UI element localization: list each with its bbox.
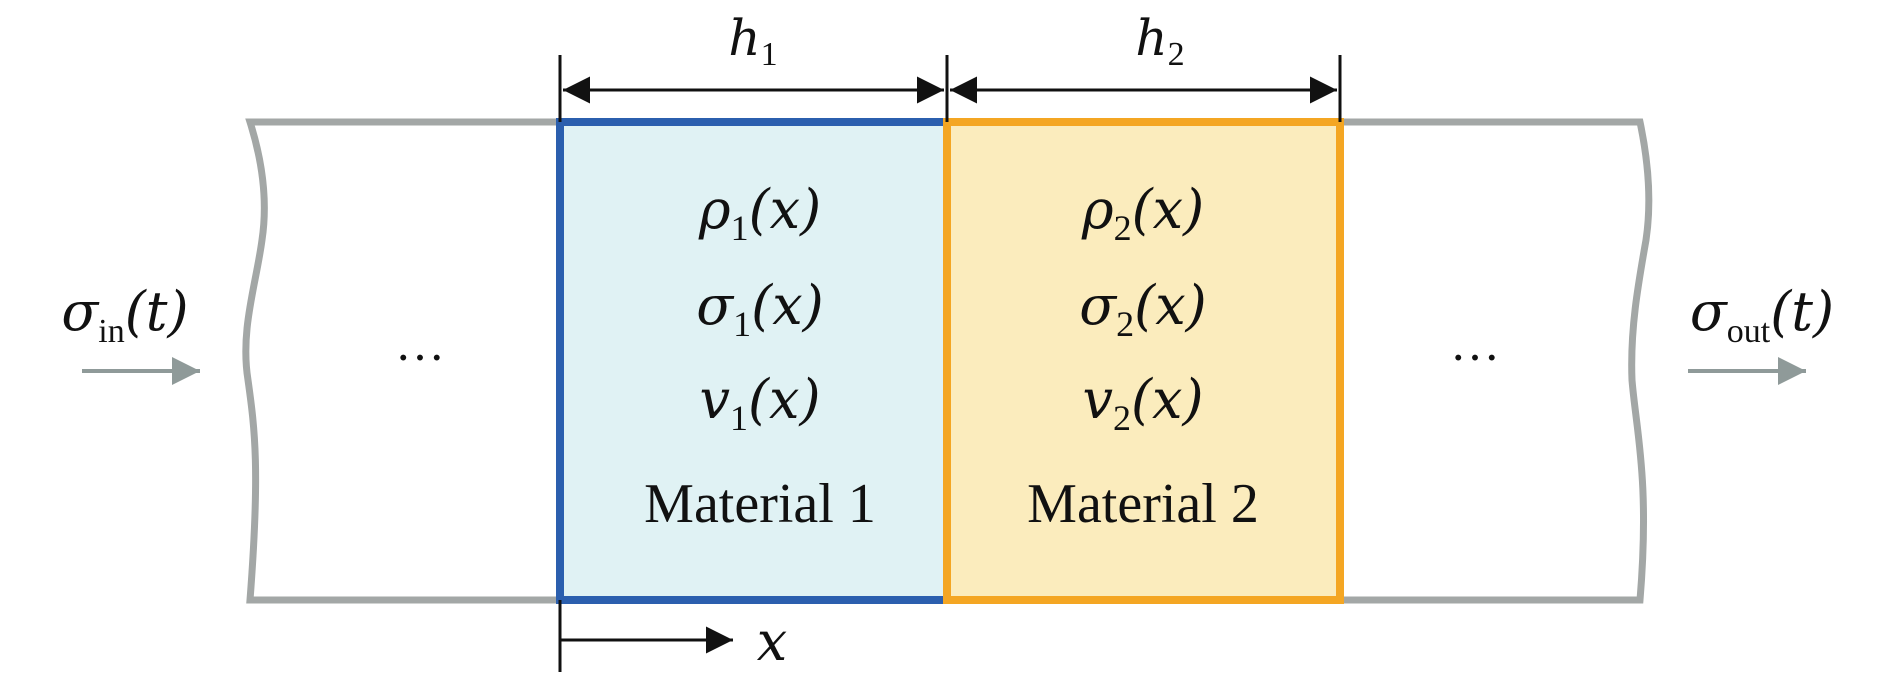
material-1-stress: σ1(x) (696, 274, 823, 344)
material-1-label: Material 1 (644, 473, 876, 535)
material-2-stress: σ2(x) (1079, 274, 1206, 344)
x-axis-label: x (757, 610, 787, 673)
input-stress-label: σin(t) (61, 280, 188, 350)
material-1-block (556, 118, 951, 604)
material-2-label: Material 2 (1027, 473, 1259, 535)
material-2-density: ρ2(x) (1081, 178, 1204, 248)
output-stress-label: σout(t) (1690, 280, 1834, 350)
material-1-density: ρ1(x) (698, 178, 821, 248)
material-1-velocity: v1(x) (699, 368, 820, 438)
right-bar-outline (1340, 118, 1653, 604)
material-2-block (943, 118, 1344, 604)
right-ellipsis: … (1450, 315, 1500, 371)
left-ellipsis: … (395, 315, 445, 371)
left-bar-outline (242, 118, 560, 604)
material-2-velocity: v2(x) (1082, 368, 1203, 438)
h1-label: h1 (728, 9, 777, 73)
h2-label: h2 (1135, 9, 1184, 73)
